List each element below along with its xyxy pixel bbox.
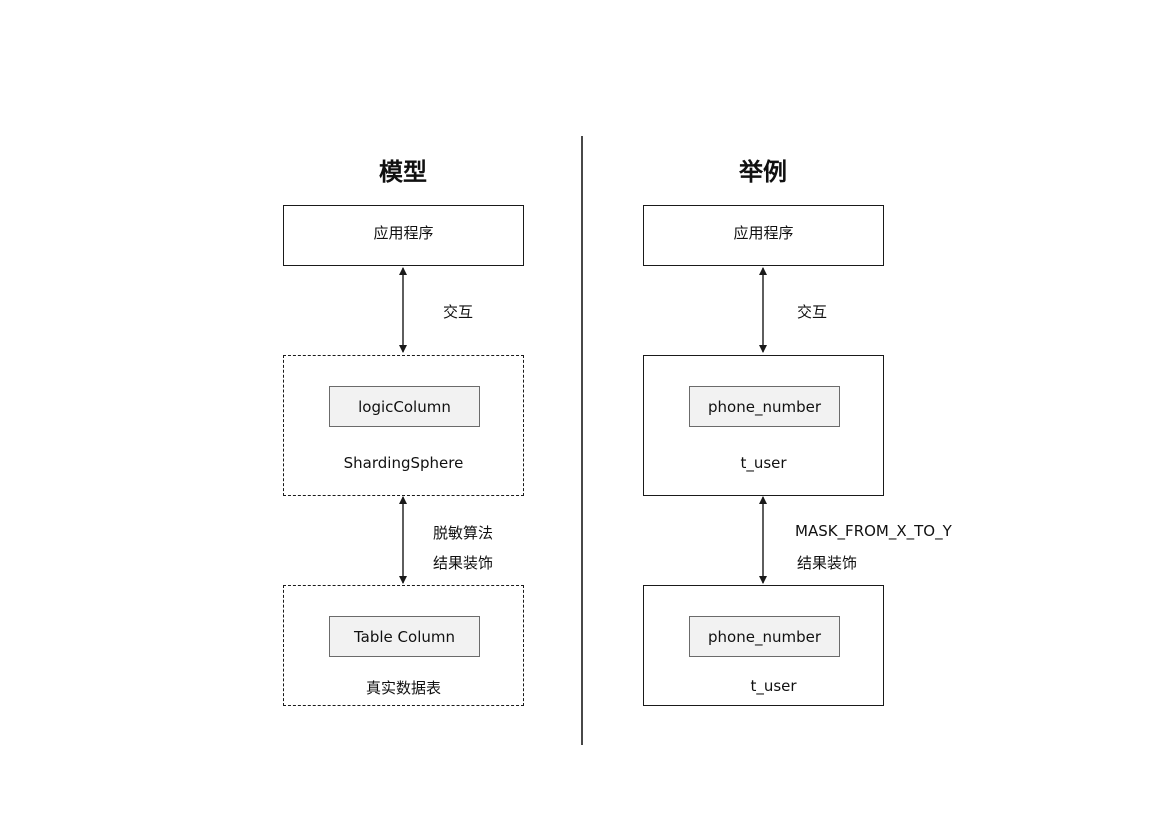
model-middle-inner: logicColumn (329, 386, 480, 427)
example-edge-line2: 结果装饰 (797, 554, 858, 572)
example-bottom-box: phone_number t_user (643, 585, 884, 706)
model-title: 模型 (379, 158, 427, 186)
model-bottom-box: Table Column 真实数据表 (283, 585, 524, 706)
example-middle-caption: t_user (740, 454, 787, 472)
model-bottom-inner: Table Column (329, 616, 480, 657)
model-interaction-label: 交互 (443, 303, 474, 321)
model-edge-line2: 结果装饰 (433, 554, 494, 572)
model-app-label: 应用程序 (373, 224, 434, 242)
example-app-label: 应用程序 (733, 224, 794, 242)
example-interaction-label: 交互 (797, 303, 828, 321)
model-app-box: 应用程序 (283, 205, 524, 266)
model-edge-line1: 脱敏算法 (433, 524, 494, 542)
example-bottom-caption: t_user (750, 677, 797, 695)
example-middle-box: phone_number t_user (643, 355, 884, 496)
example-bottom-inner: phone_number (689, 616, 840, 657)
model-bottom-caption: 真实数据表 (365, 679, 441, 697)
example-title: 举例 (739, 158, 787, 186)
example-middle-inner: phone_number (689, 386, 840, 427)
example-edge-line1: MASK_FROM_X_TO_Y (795, 522, 952, 540)
model-middle-box: logicColumn ShardingSphere (283, 355, 524, 496)
model-middle-caption: ShardingSphere (343, 454, 464, 472)
example-app-box: 应用程序 (643, 205, 884, 266)
